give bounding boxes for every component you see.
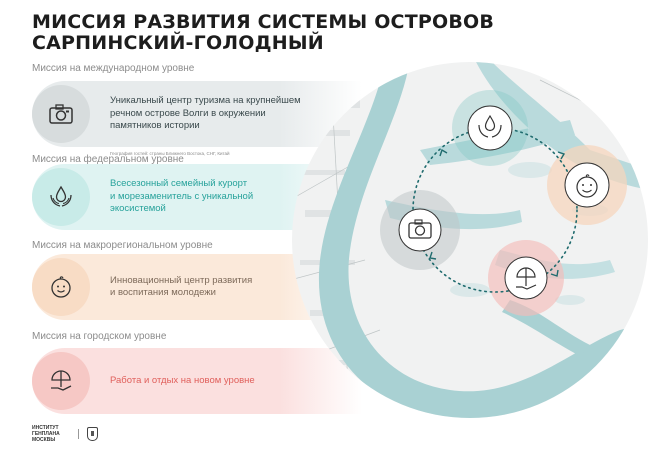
node-youth <box>564 162 610 208</box>
mission-macroregional-circle <box>32 258 90 316</box>
mission-international-line-3: памятников истории <box>110 120 200 132</box>
mission-international-circle <box>32 85 90 143</box>
footer: ИНСТИТУТ ГЕНПЛАНА МОСКВЫ <box>32 425 98 443</box>
title-line-1: МИССИЯ РАЗВИТИЯ СИСТЕМЫ ОСТРОВОВ <box>32 11 495 33</box>
island-map <box>292 62 648 418</box>
mission-macroregional-line-2: и воспитания молодежи <box>110 287 216 298</box>
umbrella-hand-icon <box>51 370 72 391</box>
mission-federal-circle <box>32 168 90 226</box>
footer-divider <box>78 429 79 439</box>
mission-international-line-2: речном острове Волги в окружении <box>110 107 266 119</box>
node-tourism <box>398 208 442 252</box>
mission-international-line-1: Уникальный центр туризма на крупнейшем <box>110 95 301 107</box>
camera-icon <box>49 104 73 124</box>
mission-international-text: Уникальный центр туризма на крупнейшем р… <box>110 81 301 147</box>
node-resort <box>467 105 513 151</box>
mission-city-text: Работа и отдых на новом уровне <box>110 348 255 414</box>
mission-federal-text: Всесезонный семейный курорт и морезамени… <box>110 164 253 230</box>
cycle-arrow-1 <box>557 151 566 160</box>
node-leisure <box>504 256 548 300</box>
mission-international-label: Миссия на международном уровне <box>32 63 195 74</box>
city-emblem-icon <box>87 427 98 441</box>
mission-city-label: Миссия на городском уровне <box>32 331 167 342</box>
mission-federal-line-3: экосистемой <box>110 203 166 215</box>
mission-city-circle <box>32 352 90 410</box>
mission-city-band: Работа и отдых на новом уровне <box>32 348 362 414</box>
mission-international-caption: География гостей: страны Ближнего Восток… <box>110 151 230 156</box>
cycle-arrow-4 <box>439 148 448 157</box>
mission-international-band: Уникальный центр туризма на крупнейшем р… <box>32 81 362 156</box>
mission-federal-line-1: Всесезонный семейный курорт <box>110 178 248 190</box>
institute-logo-line-1: ИНСТИТУТ <box>32 425 59 431</box>
institute-logo: ИНСТИТУТ ГЕНПЛАНА МОСКВЫ <box>32 425 70 443</box>
institute-logo-line-2: ГЕНПЛАНА <box>32 431 60 437</box>
cycle-arrow-2 <box>550 269 559 277</box>
page-title: МИССИЯ РАЗВИТИЯ СИСТЕМЫ ОСТРОВОВ САРПИНС… <box>32 12 592 54</box>
child-face-icon <box>51 276 71 298</box>
mission-federal-label: Миссия на федеральном уровне <box>32 154 184 165</box>
mission-city-line-1: Работа и отдых на новом уровне <box>110 374 255 386</box>
mission-federal-line-2: и морезаменитель с уникальной <box>110 190 254 202</box>
mission-macroregional-label: Миссия на макрорегиональном уровне <box>32 240 213 251</box>
mission-macroregional-line-1: Инновационный центр развития <box>110 274 253 286</box>
water-hands-icon <box>50 185 72 207</box>
mission-macroregional-text: Инновационный центр развития и воспитани… <box>110 254 252 320</box>
institute-logo-line-3: МОСКВЫ <box>32 437 56 443</box>
cycle-arrow-3 <box>429 251 437 260</box>
title-line-2: САРПИНСКИЙ-ГОЛОДНЫЙ <box>32 32 324 54</box>
